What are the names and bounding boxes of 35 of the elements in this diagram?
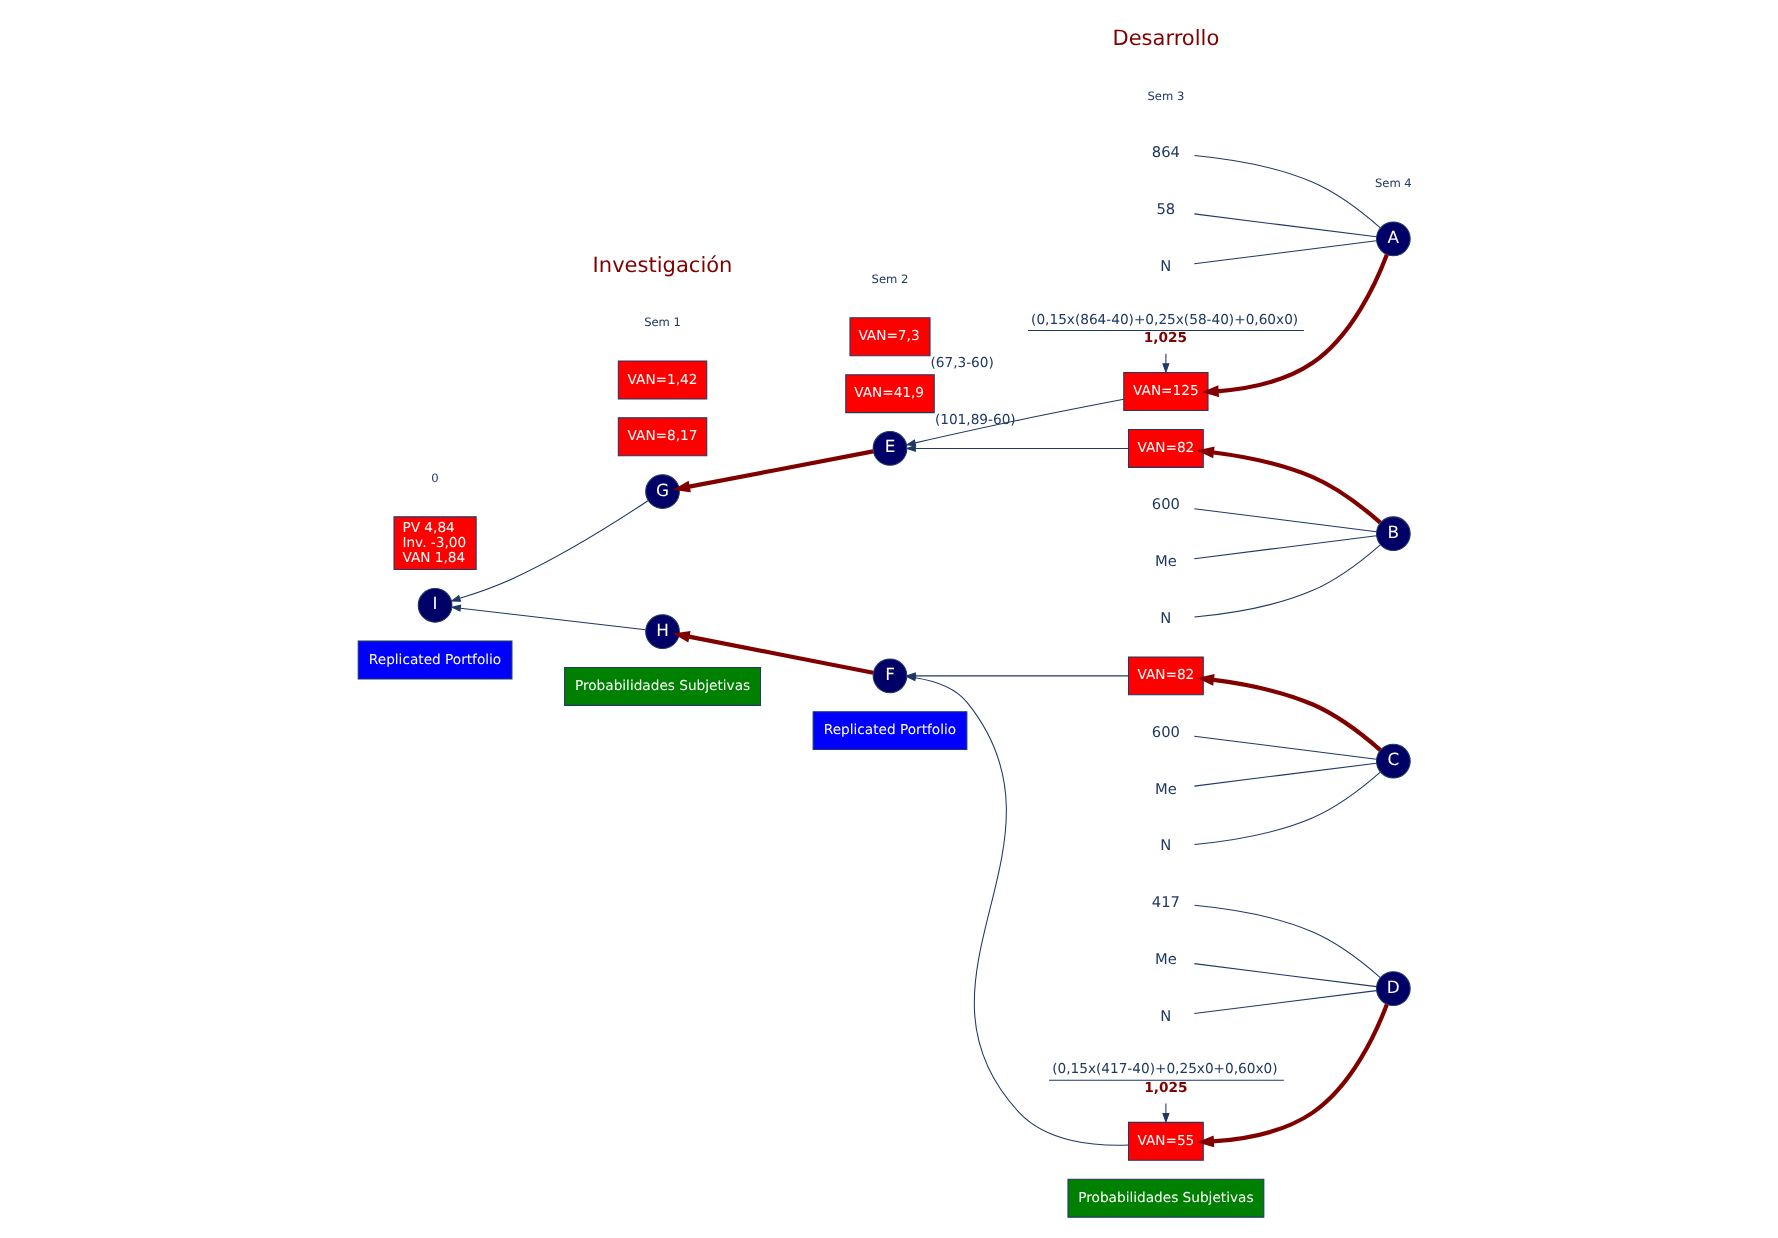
arrow <box>1196 446 1381 525</box>
connector <box>1192 240 1376 265</box>
node-circle: A <box>1375 221 1410 257</box>
connector <box>1192 154 1380 229</box>
node-circle: E <box>871 431 907 466</box>
connector <box>1192 508 1376 533</box>
node-circle: C <box>1375 743 1410 779</box>
arrow <box>672 449 873 493</box>
arrow <box>449 500 648 602</box>
arrow <box>671 630 873 675</box>
node-circle: D <box>1375 971 1410 1006</box>
connector <box>1192 963 1376 988</box>
arrow <box>449 604 646 631</box>
arrow <box>1196 1003 1388 1148</box>
arrow <box>1196 674 1381 752</box>
connector <box>1192 735 1376 760</box>
connector <box>1192 762 1376 787</box>
node-circle: H <box>644 614 679 649</box>
node-circle: G <box>644 474 679 509</box>
arrow <box>1161 1103 1169 1124</box>
node-circle: B <box>1375 516 1410 552</box>
connector <box>1192 535 1376 560</box>
arrow <box>1161 353 1169 374</box>
connector <box>1192 904 1380 979</box>
arrow <box>904 444 1128 453</box>
connector <box>1192 544 1380 618</box>
label: Investigación <box>591 253 732 278</box>
connector <box>1192 990 1376 1015</box>
connector <box>1192 213 1376 238</box>
node-circle: F <box>871 658 907 694</box>
label: Desarrollo <box>1111 27 1219 52</box>
arrow <box>904 398 1124 447</box>
node-circle: I <box>416 587 452 623</box>
connector <box>1192 771 1380 846</box>
arrow <box>1200 254 1388 398</box>
